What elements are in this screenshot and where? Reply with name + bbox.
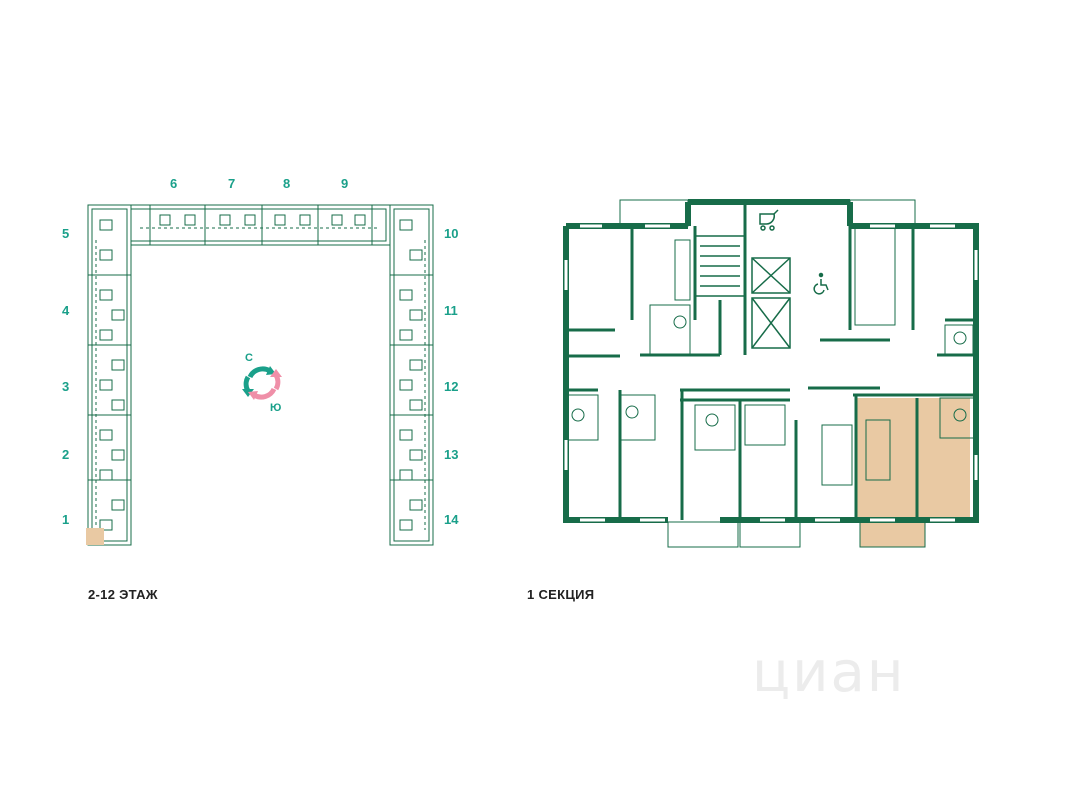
section-walls bbox=[563, 199, 979, 548]
watermark: циан bbox=[752, 640, 906, 705]
building-outline bbox=[87, 204, 434, 546]
plan-caption: 1 СЕКЦИЯ bbox=[527, 587, 595, 602]
stroller-icon bbox=[759, 209, 779, 231]
section-number-14: 14 bbox=[444, 512, 459, 527]
section-number-9: 9 bbox=[341, 176, 349, 191]
compass-south-label: Ю bbox=[270, 402, 282, 414]
overview-caption: 2-12 ЭТАЖ bbox=[88, 587, 158, 602]
section-number-4: 4 bbox=[62, 303, 70, 318]
section-number-2: 2 bbox=[62, 447, 70, 462]
highlighted-apartment bbox=[857, 398, 970, 517]
compass-north-label: С bbox=[245, 352, 253, 364]
highlighted-balcony bbox=[859, 521, 926, 548]
section-number-12: 12 bbox=[444, 379, 459, 394]
section-number-11: 11 bbox=[444, 303, 458, 318]
section-number-10: 10 bbox=[444, 226, 459, 241]
section-number-8: 8 bbox=[283, 176, 291, 191]
section-number-3: 3 bbox=[62, 379, 70, 394]
wheelchair-icon bbox=[813, 272, 829, 295]
section-number-13: 13 bbox=[444, 447, 459, 462]
section-number-5: 5 bbox=[62, 226, 70, 241]
section-number-6: 6 bbox=[170, 176, 178, 191]
highlighted-unit-marker bbox=[86, 528, 104, 545]
section-number-7: 7 bbox=[228, 176, 236, 191]
compass-icon bbox=[242, 366, 282, 400]
section-number-1: 1 bbox=[62, 512, 70, 527]
